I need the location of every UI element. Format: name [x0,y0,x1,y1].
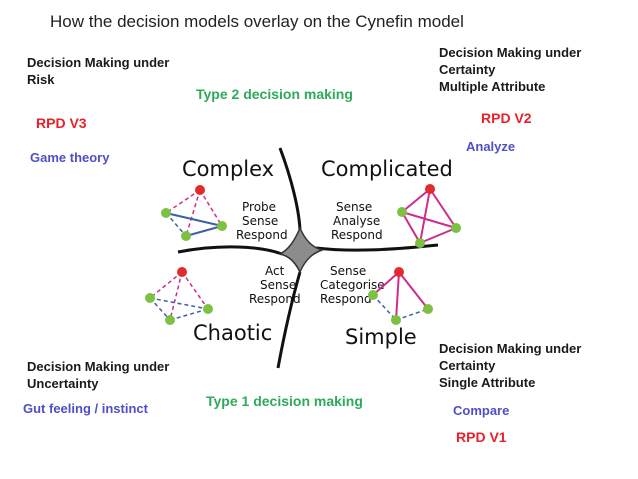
cynefin-chaotic-label: Chaotic [193,321,272,345]
chaotic-step-1: Act [265,264,285,278]
rpd-v2-label: RPD V2 [481,110,532,126]
slide-title: How the decision models overlay on the C… [50,12,464,31]
simple-step-3: Respond [320,292,372,306]
chaotic-step-3: Respond [249,292,301,306]
type2-label: Type 2 decision making [196,86,353,102]
complicated-step-3: Respond [331,228,383,242]
simple-step-1: Sense [330,264,366,278]
certainty-single-heading: Decision Making under Certainty Single A… [439,341,582,390]
type1-label: Type 1 decision making [206,393,363,409]
rpd-v1-label: RPD V1 [456,429,507,445]
rpd-v3-label: RPD V3 [36,115,87,131]
certainty-multiple-heading: Decision Making under Certainty Multiple… [439,45,582,94]
game-theory-label: Game theory [30,150,110,165]
complicated-step-2: Analyse [333,214,380,228]
cynefin-divider-left [177,245,283,256]
complex-step-3: Respond [236,228,288,242]
complicated-step-1: Sense [336,200,372,214]
cynefin-complex-label: Complex [182,157,274,181]
complicated-network-icon [397,184,461,248]
analyze-label: Analyze [466,139,516,154]
uncertainty-heading: Decision Making under Uncertainty [27,359,170,391]
chaotic-network-icon [145,267,213,325]
chaotic-step-2: Sense [260,278,296,292]
compare-label: Compare [453,403,510,418]
complex-step-1: Probe [242,200,276,214]
simple-step-2: Categorise [320,278,385,292]
gut-feeling-label: Gut feeling / instinct [23,401,148,416]
cynefin-divider-top [278,147,302,231]
cynefin-center-region [277,226,325,274]
cynefin-divider-bottom [276,271,302,369]
cynefin-simple-label: Simple [345,325,417,349]
complex-step-2: Sense [242,214,278,228]
cynefin-complicated-label: Complicated [321,157,453,181]
simple-network-icon [368,267,433,325]
risk-heading: Decision Making under Risk [27,55,170,87]
complex-network-icon [161,185,227,241]
